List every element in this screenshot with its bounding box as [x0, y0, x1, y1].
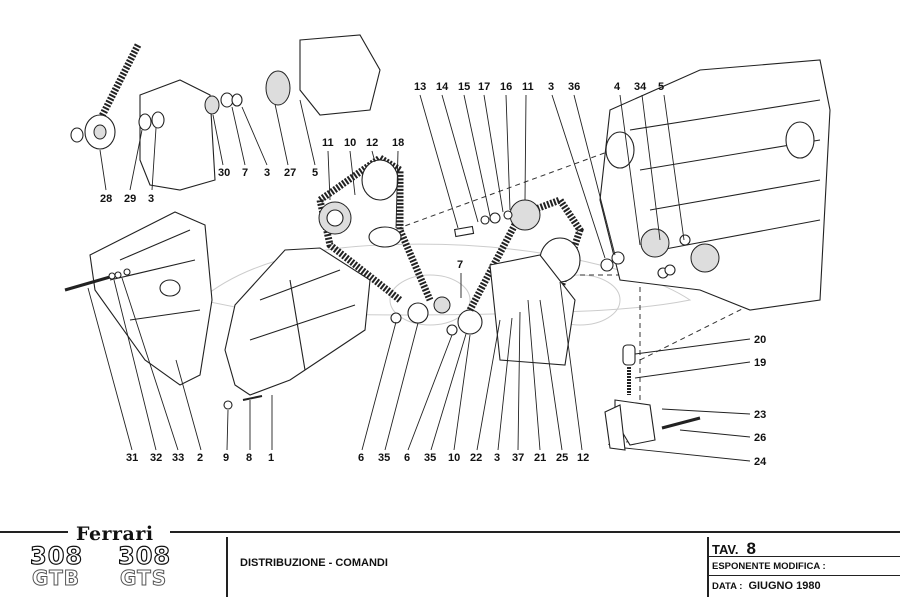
date-value: GIUGNO 1980 [748, 580, 821, 592]
exploded-parts-diagram: 13 14 15 17 16 11 3 36 4 34 5 28 29 3 30… [64, 34, 831, 468]
svg-text:12: 12 [366, 137, 378, 149]
svg-text:32: 32 [150, 452, 162, 464]
timing-cover-center [223, 247, 371, 410]
callout-labels-mid: 11 10 12 18 7 [322, 137, 463, 298]
timing-cover-left [64, 211, 213, 386]
tensioner-assembly [604, 344, 701, 451]
titleblock-divider-right [707, 537, 709, 597]
brand-logo: Ferrari [70, 523, 160, 545]
date-field: DATA : GIUGNO 1980 [712, 580, 821, 592]
svg-text:20: 20 [754, 334, 766, 346]
svg-text:34: 34 [634, 81, 647, 93]
revision-field: ESPONENTE MODIFICA : [712, 561, 826, 572]
date-label: DATA : [712, 581, 743, 592]
plate-value: 8 [746, 539, 756, 558]
upper-left-assembly [70, 34, 381, 191]
svg-text:30: 30 [218, 167, 230, 179]
svg-text:5: 5 [658, 81, 664, 93]
belt-drive-center [316, 153, 584, 366]
svg-text:3: 3 [548, 81, 554, 93]
svg-text:14: 14 [436, 81, 449, 93]
svg-text:16: 16 [500, 81, 512, 93]
titleblock-top-rule-right [170, 531, 900, 533]
svg-text:28: 28 [100, 193, 112, 205]
svg-text:11: 11 [322, 137, 334, 149]
svg-text:3: 3 [264, 167, 270, 179]
svg-text:1: 1 [268, 452, 274, 464]
svg-text:21: 21 [534, 452, 546, 464]
callout-labels-upper-left: 28 29 3 30 7 3 27 5 [99, 99, 318, 205]
svg-text:35: 35 [424, 452, 436, 464]
svg-text:10: 10 [448, 452, 460, 464]
svg-text:29: 29 [124, 193, 136, 205]
svg-text:19: 19 [754, 357, 766, 369]
revision-label: ESPONENTE MODIFICA : [712, 561, 826, 572]
svg-text:37: 37 [512, 452, 524, 464]
svg-text:12: 12 [577, 452, 589, 464]
svg-text:4: 4 [614, 81, 621, 93]
svg-text:10: 10 [344, 137, 356, 149]
model-number-gtb: 308 [29, 541, 84, 570]
svg-text:9: 9 [223, 452, 229, 464]
svg-text:26: 26 [754, 432, 766, 444]
titleblock-divider-left [226, 537, 228, 597]
model-variant-gts: GTS [119, 566, 168, 591]
callout-labels-bottom-center: 6 35 6 35 10 22 3 37 21 25 12 [358, 281, 589, 464]
svg-text:6: 6 [358, 452, 364, 464]
svg-text:35: 35 [378, 452, 390, 464]
svg-text:36: 36 [568, 81, 580, 93]
svg-text:8: 8 [246, 452, 252, 464]
svg-text:11: 11 [522, 81, 534, 93]
engine-block [599, 59, 831, 311]
svg-text:7: 7 [242, 167, 248, 179]
svg-text:15: 15 [458, 81, 470, 93]
plate-number: TAV. 8 [712, 539, 756, 559]
svg-text:31: 31 [126, 452, 138, 464]
svg-text:5: 5 [312, 167, 318, 179]
plate-label: TAV. [712, 542, 739, 557]
svg-text:24: 24 [754, 456, 767, 468]
svg-text:6: 6 [404, 452, 410, 464]
svg-text:27: 27 [284, 167, 296, 179]
svg-text:3: 3 [494, 452, 500, 464]
titleblock-row-rule-2 [708, 575, 900, 576]
svg-text:18: 18 [392, 137, 404, 149]
svg-text:23: 23 [754, 409, 766, 421]
model-variant-gtb: GTB [32, 566, 80, 591]
drawing-title: DISTRIBUZIONE - COMANDI [240, 557, 388, 569]
titleblock-row-rule-1 [708, 556, 900, 557]
svg-text:33: 33 [172, 452, 184, 464]
svg-text:17: 17 [478, 81, 490, 93]
svg-text:13: 13 [414, 81, 426, 93]
callout-labels-top: 13 14 15 17 16 11 3 36 4 34 5 [414, 81, 685, 259]
svg-text:2: 2 [197, 452, 203, 464]
model-number-gts: 308 [117, 541, 172, 570]
callout-labels-bottom-left: 31 32 33 2 9 8 1 [87, 277, 274, 464]
callout-labels-right: 20 19 23 26 24 [624, 334, 767, 468]
svg-text:3: 3 [148, 193, 154, 205]
svg-text:25: 25 [556, 452, 568, 464]
svg-text:7: 7 [457, 259, 463, 271]
svg-text:22: 22 [470, 452, 482, 464]
titleblock-top-rule-left [0, 531, 68, 533]
